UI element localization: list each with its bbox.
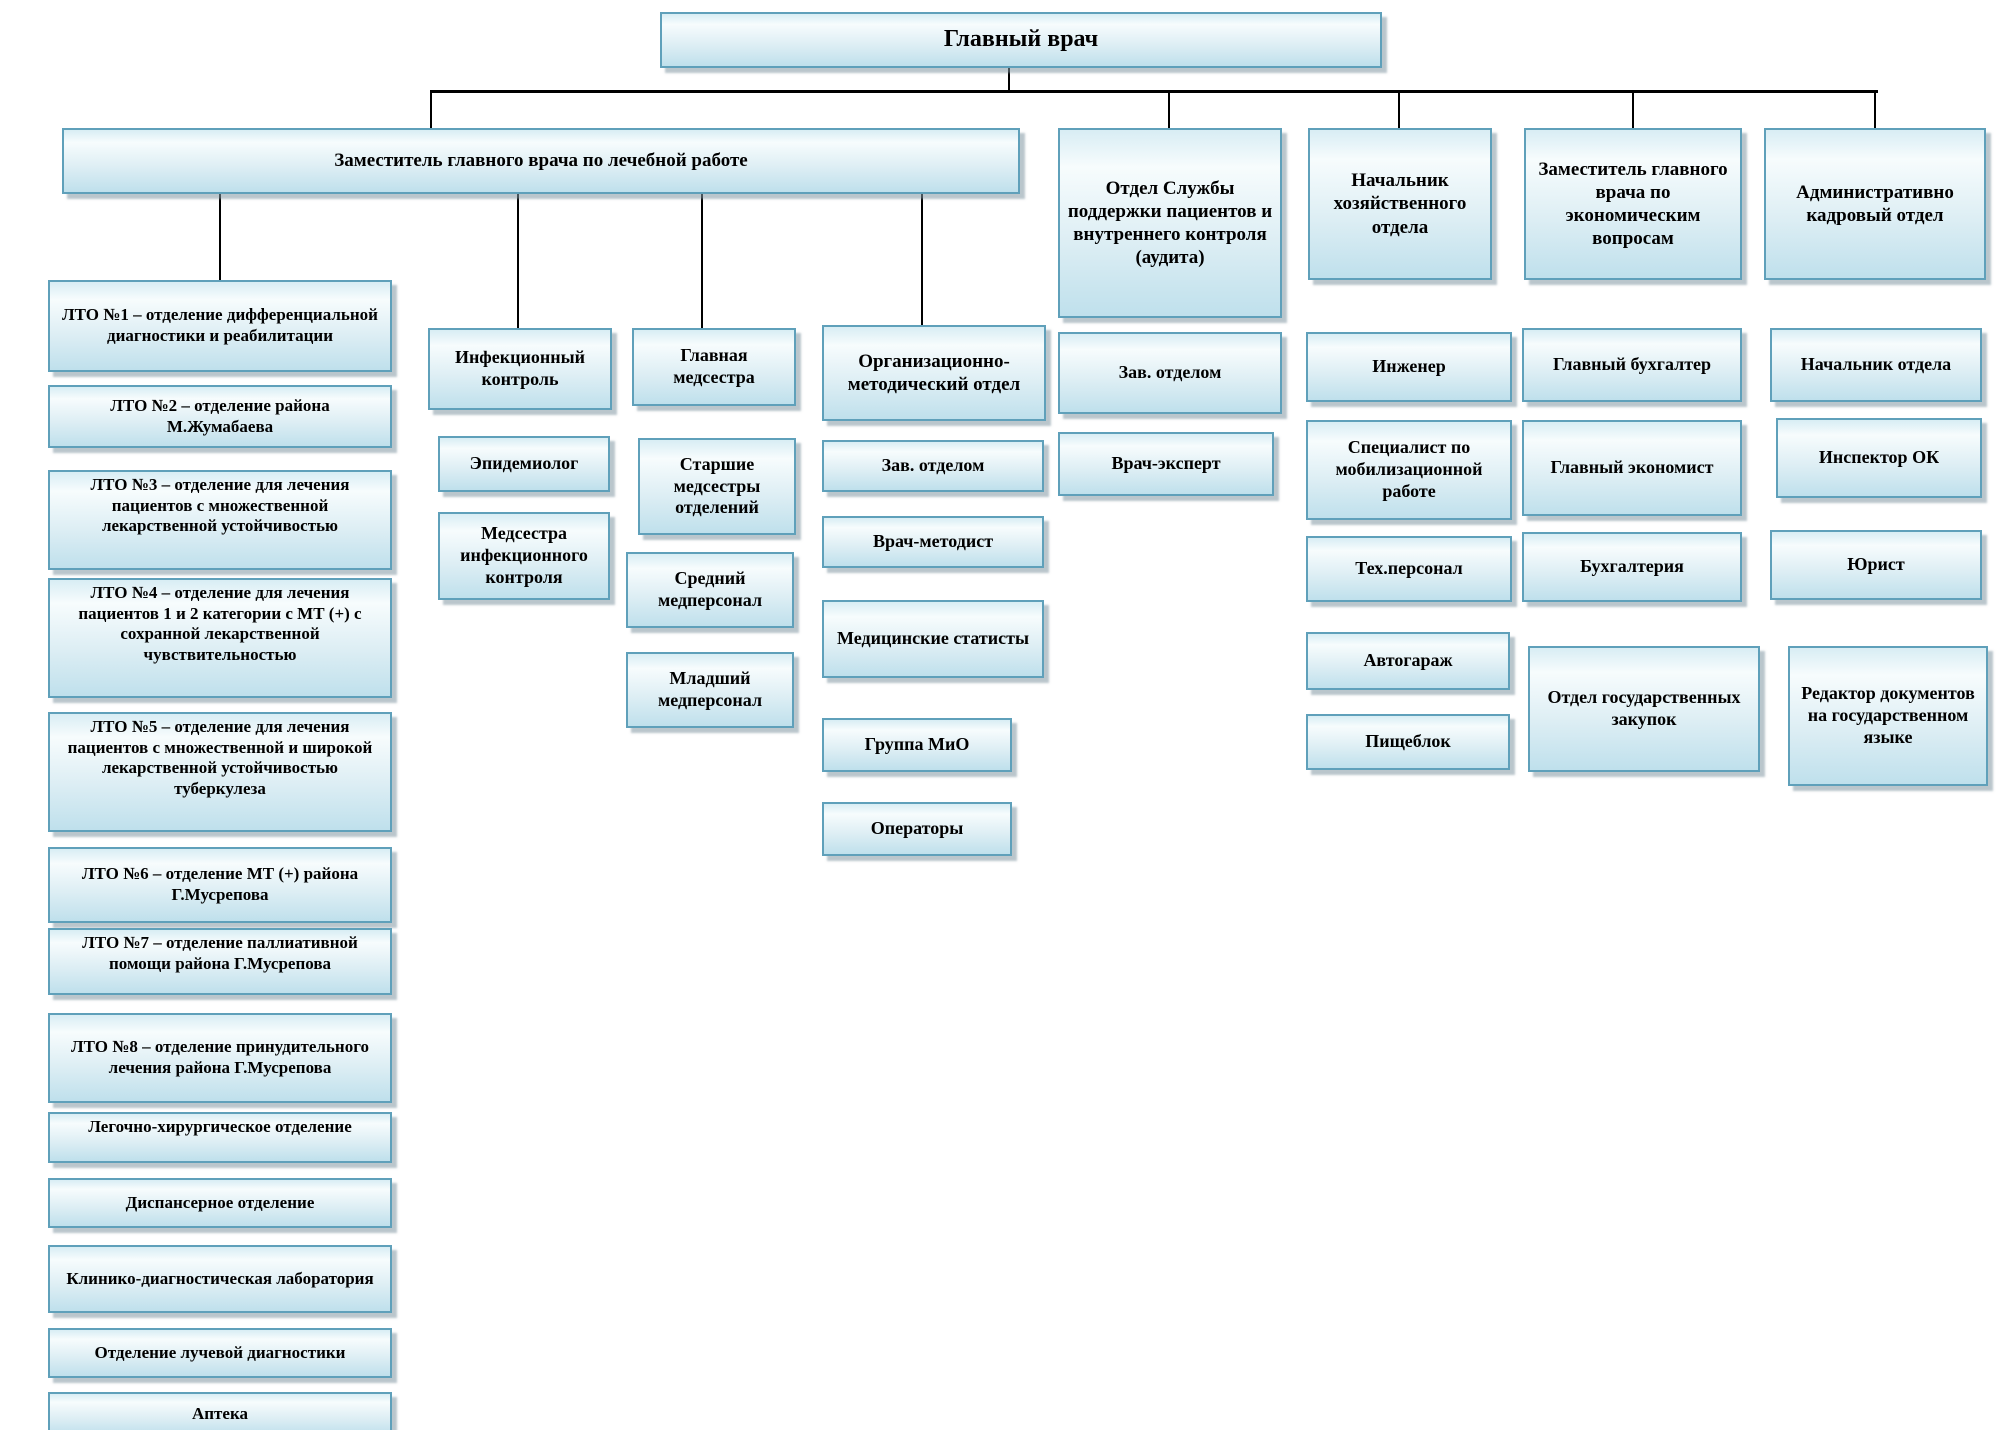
node-epidemiologist: Эпидемиолог bbox=[438, 436, 610, 492]
node-deputy-economic: Заместитель главного врача по экономичес… bbox=[1524, 128, 1742, 280]
node-chief-economist: Главный экономист bbox=[1522, 420, 1742, 516]
node-hr-head: Начальник отдела bbox=[1770, 328, 1982, 402]
connector-drop-support bbox=[1168, 90, 1170, 128]
node-lto-8: ЛТО №8 – отделение принудительного лечен… bbox=[48, 1013, 392, 1103]
node-lto-7: ЛТО №7 – отделение паллиативной помощи р… bbox=[48, 928, 392, 995]
node-clinical-lab: Клинико-диагностическая лаборатория bbox=[48, 1245, 392, 1313]
node-accounting: Бухгалтерия bbox=[1522, 532, 1742, 602]
node-operators: Операторы bbox=[822, 802, 1012, 856]
node-infection-nurse: Медсестра инфекционного контроля bbox=[438, 512, 610, 600]
node-head-nurse: Главная медсестра bbox=[632, 328, 796, 406]
node-lung-surgery-dept: Легочно-хирургическое отделение bbox=[48, 1112, 392, 1163]
connector-drop-orgmethod bbox=[921, 194, 923, 325]
node-mio-group: Группа МиО bbox=[822, 718, 1012, 772]
node-radiology-dept: Отделение лучевой диагностики bbox=[48, 1328, 392, 1378]
node-junior-med-staff: Младший медперсонал bbox=[626, 652, 794, 728]
node-chief-accountant: Главный бухгалтер bbox=[1522, 328, 1742, 402]
node-lto-1: ЛТО №1 – отделение дифференциальной диаг… bbox=[48, 280, 392, 372]
node-lawyer: Юрист bbox=[1770, 530, 1982, 600]
node-garage: Автогараж bbox=[1306, 632, 1510, 690]
node-state-language-editor: Редактор документов на государственном я… bbox=[1788, 646, 1988, 786]
node-mobilization-specialist: Специалист по мобилизационной работе bbox=[1306, 420, 1512, 520]
connector-drop-household bbox=[1398, 90, 1400, 128]
node-hr-inspector: Инспектор ОК bbox=[1776, 418, 1982, 498]
node-household-head: Начальник хозяйственного отдела bbox=[1308, 128, 1492, 280]
node-food-unit: Пищеблок bbox=[1306, 714, 1510, 770]
node-engineer: Инженер bbox=[1306, 332, 1512, 402]
node-deputy-medical: Заместитель главного врача по лечебной р… bbox=[62, 128, 1020, 194]
node-support-dept-head: Зав. отделом bbox=[1058, 332, 1282, 414]
node-tech-staff: Тех.персонал bbox=[1306, 536, 1512, 602]
node-lto-3: ЛТО №3 – отделение для лечения пациентов… bbox=[48, 470, 392, 570]
connector-trunk bbox=[430, 90, 1878, 93]
node-pharmacy: Аптека bbox=[48, 1392, 392, 1430]
node-chief-doctor: Главный врач bbox=[660, 12, 1382, 68]
node-org-method-dept: Организационно-методический отдел bbox=[822, 325, 1046, 421]
node-expert-doctor: Врач-эксперт bbox=[1058, 432, 1274, 496]
node-lto-2: ЛТО №2 – отделение района М.Жумабаева bbox=[48, 385, 392, 448]
connector-drop-lto bbox=[219, 194, 221, 280]
node-state-procurement-dept: Отдел государственных закупок bbox=[1528, 646, 1760, 772]
connector-root-drop bbox=[1008, 68, 1010, 92]
connector-drop-economic bbox=[1632, 90, 1634, 128]
node-lto-6: ЛТО №6 – отделение МТ (+) района Г.Мусре… bbox=[48, 847, 392, 923]
node-infection-control: Инфекционный контроль bbox=[428, 328, 612, 410]
connector-drop-nurse bbox=[701, 194, 703, 328]
connector-drop-infection bbox=[517, 194, 519, 328]
node-orgmethod-dept-head: Зав. отделом bbox=[822, 440, 1044, 492]
node-lto-4: ЛТО №4 – отделение для лечения пациентов… bbox=[48, 578, 392, 698]
connector-drop-deputy bbox=[430, 90, 432, 128]
node-patient-support-dept: Отдел Службы поддержки пациентов и внутр… bbox=[1058, 128, 1282, 318]
node-hr-department: Административно кадровый отдел bbox=[1764, 128, 1986, 280]
node-middle-med-staff: Средний медперсонал bbox=[626, 552, 794, 628]
node-methodist-doctor: Врач-методист bbox=[822, 516, 1044, 568]
node-medical-statisticians: Медицинские статисты bbox=[822, 600, 1044, 678]
node-dispensary-dept: Диспансерное отделение bbox=[48, 1178, 392, 1228]
connector-drop-hr bbox=[1874, 90, 1876, 128]
node-lto-5: ЛТО №5 – отделение для лечения пациентов… bbox=[48, 712, 392, 832]
node-senior-nurses: Старшие медсестры отделений bbox=[638, 438, 796, 535]
